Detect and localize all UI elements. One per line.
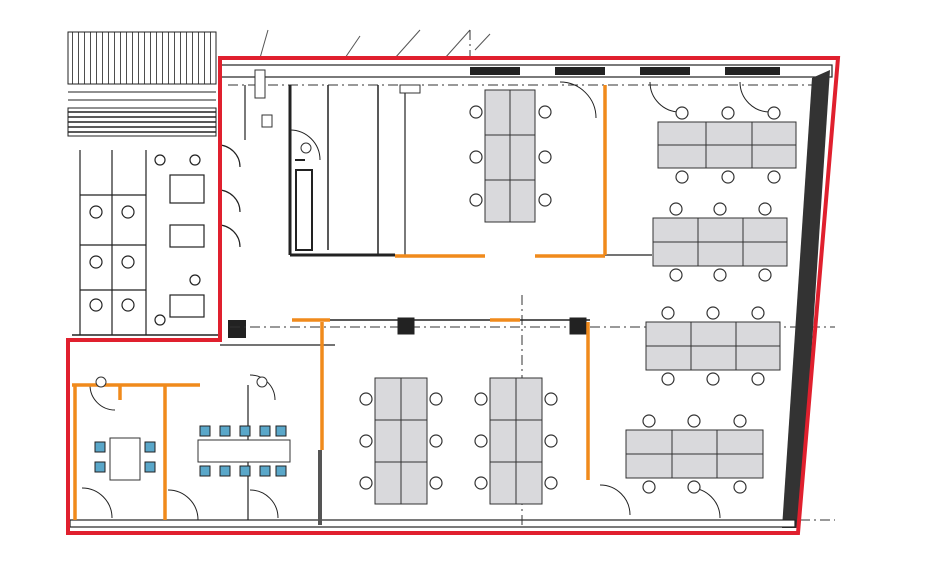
leased-area-outline bbox=[66, 56, 841, 535]
core-services-area bbox=[67, 31, 246, 338]
stair-hatching-lower bbox=[67, 107, 217, 137]
desk-cluster-east-2 bbox=[652, 202, 788, 282]
exterior-walls bbox=[69, 29, 835, 528]
stair-hatching bbox=[67, 31, 217, 85]
desk-cluster-east-3 bbox=[645, 306, 781, 386]
desk-cluster-southwest-1 bbox=[359, 377, 443, 505]
fixtures bbox=[95, 69, 421, 388]
glass-partitions bbox=[72, 85, 607, 520]
desk-cluster-east-4 bbox=[625, 414, 764, 494]
desk-cluster-upper-middle bbox=[469, 89, 552, 223]
desk-cluster-southwest-2 bbox=[474, 377, 558, 505]
meeting-room-small bbox=[94, 437, 156, 481]
south-wall bbox=[69, 519, 796, 528]
east-facade-wall bbox=[782, 70, 830, 528]
restroom-stalls bbox=[79, 144, 241, 335]
meeting-room-large bbox=[197, 425, 291, 477]
desk-cluster-east-1 bbox=[657, 106, 797, 184]
